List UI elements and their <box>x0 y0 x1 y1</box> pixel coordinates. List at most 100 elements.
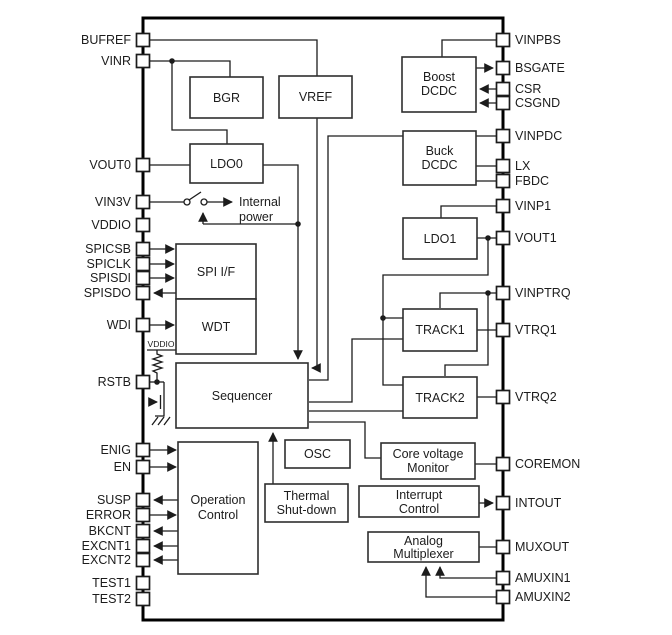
pin-csr-label: CSR <box>515 82 541 96</box>
block-core-voltage-monitor <box>380 442 476 480</box>
block-amux-label1: Analog <box>404 534 443 548</box>
pin-bufref <box>135 32 151 48</box>
block-buck-label2: DCDC <box>421 158 457 172</box>
pin-spiclk-label: SPICLK <box>87 257 132 271</box>
block-opctl-label1: Operation <box>191 493 246 507</box>
pin-en <box>135 459 151 475</box>
pin-labels-left: BUFREF VINR VOUT0 VIN3V VDDIO SPICSB SPI… <box>81 33 132 606</box>
internal-power-label2: power <box>239 210 273 224</box>
pin-test1 <box>135 575 151 591</box>
pin-vinpbs-label: VINPBS <box>515 33 561 47</box>
pin-intout <box>495 495 511 511</box>
pin-vddio <box>135 217 151 233</box>
block-vref <box>278 75 353 119</box>
pin-vin3v-label: VIN3V <box>95 195 132 209</box>
wire-vinptrq-track1 <box>439 292 497 308</box>
block-thermal-shutdown <box>264 483 349 523</box>
block-cvm-label2: Monitor <box>407 461 449 475</box>
block-ldo0-label: LDO0 <box>210 157 243 171</box>
blocks: BGR VREF LDO0 Boost DCDC Buck DCDC LDO1 … <box>175 56 480 575</box>
block-thermal-label1: Thermal <box>284 489 330 503</box>
pin-coremon-label: COREMON <box>515 457 580 471</box>
pin-spicsb <box>135 241 151 257</box>
block-operation-control <box>177 441 259 575</box>
wire-vinptrq-track2 <box>444 293 489 376</box>
pin-vout0 <box>135 157 151 173</box>
pin-labels-right: VINPBS BSGATE CSR CSGND VINPDC LX FBDC V… <box>515 33 580 604</box>
pin-bkcnt <box>135 523 151 539</box>
pin-spisdi-label: SPISDI <box>90 271 131 285</box>
pin-susp-label: SUSP <box>97 493 131 507</box>
pin-vddio-label: VDDIO <box>91 218 131 232</box>
block-ldo0 <box>189 143 264 184</box>
pin-vout0-label: VOUT0 <box>89 158 131 172</box>
pin-fbdc <box>495 173 511 189</box>
block-track1-label: TRACK1 <box>415 323 464 337</box>
pin-amuxin2-label: AMUXIN2 <box>515 590 571 604</box>
block-ldo1-label: LDO1 <box>424 232 457 246</box>
pin-vinr-label: VINR <box>101 54 131 68</box>
pin-vinpdc <box>495 128 511 144</box>
switch-contact-left <box>183 198 191 206</box>
pin-amuxin1 <box>495 570 511 586</box>
block-track2-label: TRACK2 <box>415 391 464 405</box>
pin-amuxin1-label: AMUXIN1 <box>515 571 571 585</box>
pin-csr <box>495 81 511 97</box>
pin-spiclk <box>135 256 151 272</box>
pin-vtrq2-label: VTRQ2 <box>515 390 557 404</box>
pin-vinr <box>135 53 151 69</box>
pin-error <box>135 507 151 523</box>
block-buck-dcdc <box>402 130 477 186</box>
pin-vinptrq <box>495 285 511 301</box>
block-sequencer <box>175 362 309 429</box>
wire-vinpbs-boost <box>441 39 497 57</box>
pins-left <box>135 32 151 607</box>
pin-enig-label: ENIG <box>100 443 131 457</box>
wire-vref-sequencer <box>311 118 321 373</box>
pin-excnt1-label: EXCNT1 <box>82 539 131 553</box>
pin-en-label: EN <box>114 460 131 474</box>
block-osc <box>284 439 351 469</box>
block-boost-dcdc <box>401 56 477 113</box>
wire-vinr-ldo0 <box>171 61 228 144</box>
pin-vinpbs <box>495 32 511 48</box>
wire-amuxin2-amux <box>421 566 497 598</box>
block-bgr-label: BGR <box>213 91 240 105</box>
pin-muxout-label: MUXOUT <box>515 540 570 554</box>
pin-vinptrq-label: VINPTRQ <box>515 286 571 300</box>
pin-wdi <box>135 317 151 333</box>
pin-fbdc-label: FBDC <box>515 174 549 188</box>
wiring <box>147 39 497 598</box>
pin-excnt2-label: EXCNT2 <box>82 553 131 567</box>
block-interrupt-control <box>358 485 480 518</box>
block-ldo1 <box>402 217 478 260</box>
pin-muxout <box>495 539 511 555</box>
pin-bufref-label: BUFREF <box>81 33 131 47</box>
junction-dots <box>154 58 491 385</box>
pin-vout1-label: VOUT1 <box>515 231 557 245</box>
block-opctl-label2: Control <box>198 508 238 522</box>
block-wdt-label: WDT <box>202 320 231 334</box>
pin-test2 <box>135 591 151 607</box>
pin-lx-label: LX <box>515 159 531 173</box>
pin-vinpdc-label: VINPDC <box>515 129 562 143</box>
wire-vinr-bgr <box>150 60 231 77</box>
wire-vout1-track2 <box>382 238 489 386</box>
pin-bsgate-label: BSGATE <box>515 61 565 75</box>
pin-lx <box>495 158 511 174</box>
pin-excnt2 <box>135 552 151 568</box>
pin-spisdi <box>135 270 151 286</box>
pin-rstb <box>135 374 151 390</box>
pin-coremon <box>495 456 511 472</box>
block-spi-if <box>175 243 257 300</box>
pullup-resistor <box>150 350 165 382</box>
pin-spisdo-label: SPISDO <box>84 286 132 300</box>
wire-sequencer-cvm <box>309 421 381 459</box>
pin-amuxin2 <box>495 589 511 605</box>
vddio-rail-label: VDDIO <box>148 339 175 349</box>
wire-buck-sequencer <box>309 135 403 381</box>
block-spi-label: SPI I/F <box>197 265 236 279</box>
pin-vin3v <box>135 194 151 210</box>
